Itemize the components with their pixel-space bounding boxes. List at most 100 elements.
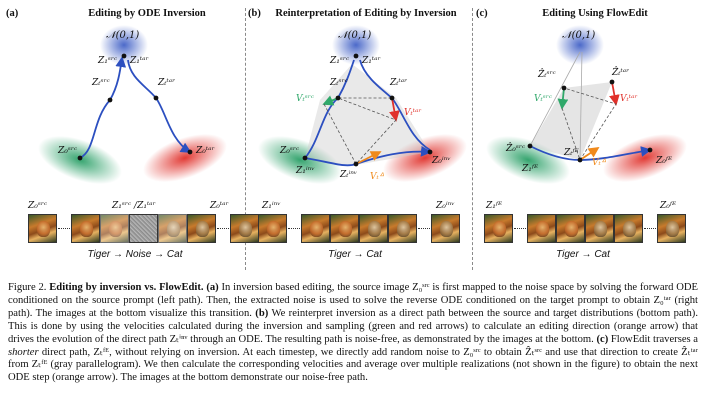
figure-caption: Figure 2. Editing by inversion vs. FlowE… bbox=[8, 282, 698, 385]
green-arrow-b bbox=[322, 95, 339, 106]
thumb-tiger bbox=[258, 214, 287, 243]
node-z0-src-a bbox=[77, 155, 83, 161]
noise-line-c1 bbox=[529, 51, 581, 147]
green-arrow-c bbox=[557, 87, 569, 110]
thumb-tiger bbox=[484, 214, 513, 243]
thumb-cat bbox=[388, 214, 417, 243]
panel-c-diagram bbox=[486, 25, 687, 185]
strip-a-label-mid: Z₁ˢʳᶜ /Z₁ᵗᵃʳ bbox=[112, 201, 156, 211]
label-z1-src-b: Z₁ˢʳᶜ bbox=[330, 56, 350, 66]
caption-c-emphasis: shorter bbox=[8, 346, 39, 358]
orange-arrow-c bbox=[579, 147, 600, 161]
label-z0-fe-c: Z₀ᶠᴱ bbox=[656, 156, 673, 166]
strip-c bbox=[484, 214, 686, 243]
thumb-cat bbox=[431, 214, 460, 243]
thumb-cat bbox=[359, 214, 388, 243]
dots bbox=[288, 228, 300, 229]
label-zt-tar-a: Zₜᵗᵃʳ bbox=[158, 78, 176, 88]
panel-a-label: (a) bbox=[6, 8, 19, 19]
label-z1-src-a: Z₁ˢʳᶜ bbox=[98, 56, 118, 66]
label-noise-c: 𝒩(0,1) bbox=[562, 30, 596, 41]
dashed-guide-b bbox=[323, 97, 397, 165]
strip-c-label-start: Z₁ᶠᴱ bbox=[486, 201, 503, 211]
label-zt-fe-c: Zₜᶠᴱ bbox=[564, 148, 579, 158]
strip-a-label-end: Z₀ᵗᵃʳ bbox=[210, 201, 229, 211]
orange-arrow-b bbox=[355, 151, 382, 165]
noise-blob-b bbox=[332, 25, 380, 65]
label-noise-b: 𝒩(0,1) bbox=[338, 30, 372, 41]
label-zt-src-b: Zₜˢʳᶜ bbox=[330, 78, 348, 88]
noise-blob-c bbox=[556, 25, 604, 65]
node-zt-tar-b bbox=[389, 95, 395, 101]
dots bbox=[514, 228, 526, 229]
label-zt-tar-b: Zₜᵗᵃʳ bbox=[390, 78, 408, 88]
target-blob-b bbox=[383, 133, 467, 183]
source-blob-b bbox=[258, 135, 342, 185]
caption-a-text: In inversion based editing, the source i… bbox=[8, 282, 698, 319]
dashed-guide-c bbox=[561, 87, 617, 161]
label-z0-src-a: Z₀ˢʳᶜ bbox=[58, 146, 78, 156]
dots bbox=[58, 228, 70, 229]
panel-b-label: (b) bbox=[248, 8, 261, 19]
node-z1-a bbox=[121, 53, 127, 59]
strip-b bbox=[258, 214, 460, 243]
label-zhat-tar-c: Ẑₜᵗᵃʳ bbox=[612, 68, 630, 78]
panel-b-diagram bbox=[258, 25, 467, 185]
node-z0-tar-a bbox=[187, 149, 193, 155]
label-zt-inv-b: Zₜⁱⁿᵛ bbox=[340, 170, 358, 180]
label-v-src-b: Vₜˢʳᶜ bbox=[296, 94, 315, 104]
node-zhat-src-c bbox=[561, 85, 567, 91]
divider-ab bbox=[245, 8, 246, 270]
label-v-src-c: Vₜˢʳᶜ bbox=[534, 94, 553, 104]
thumb-tiger bbox=[556, 214, 585, 243]
noise-blob-a bbox=[100, 25, 148, 65]
caption-c-tag: (c) bbox=[596, 333, 609, 345]
thumb-cat bbox=[614, 214, 643, 243]
label-noise-a: 𝒩(0,1) bbox=[106, 30, 140, 41]
label-zhat-src-c: Ẑₜˢʳᶜ bbox=[538, 70, 556, 80]
thumb-tiger bbox=[28, 214, 57, 243]
node-zhat-tar-c bbox=[609, 79, 615, 85]
thumb-tiger bbox=[71, 214, 100, 243]
divider-bc bbox=[472, 8, 473, 270]
label-z1-tar-b: Z₁ᵗᵃʳ bbox=[362, 56, 381, 66]
label-z1-inv-b: Z₁ⁱⁿᵛ bbox=[296, 166, 315, 176]
panel-a-title: Editing by ODE Inversion bbox=[88, 8, 206, 19]
dots bbox=[217, 228, 229, 229]
dots bbox=[418, 228, 430, 229]
caption-a-tag: (a) bbox=[206, 282, 219, 293]
red-arrow-b bbox=[389, 97, 400, 122]
node-z1-b bbox=[353, 53, 359, 59]
node-zt-inv-b bbox=[353, 161, 359, 167]
panel-b-title: Reinterpretation of Editing by Inversion bbox=[275, 8, 457, 19]
noise-line-c2 bbox=[579, 51, 583, 161]
node-zt-tar-a bbox=[153, 95, 159, 101]
strip-b-label-start: Z₁ⁱⁿᵛ bbox=[262, 201, 281, 211]
caption-figure-number: Figure 2. bbox=[8, 282, 47, 293]
strip-b-label-end: Z₀ⁱⁿᵛ bbox=[436, 201, 455, 211]
thumb-tiger bbox=[527, 214, 556, 243]
node-z0-src-c bbox=[527, 143, 533, 149]
thumb-cat bbox=[585, 214, 614, 243]
target-blob-c bbox=[603, 133, 687, 183]
strip-c-label-end: Z₀ᶠᴱ bbox=[660, 201, 677, 211]
label-zt-src-a: Zₜˢʳᶜ bbox=[92, 78, 110, 88]
reverse-ode-path-a bbox=[127, 59, 192, 153]
label-z1-tar-a: Z₁ᵗᵃʳ bbox=[130, 56, 149, 66]
panel-c-title: Editing Using FlowEdit bbox=[542, 8, 648, 19]
label-v-tar-c: Vₜᵗᵃʳ bbox=[620, 94, 638, 104]
node-zt-fe-c bbox=[577, 157, 583, 163]
thumb-tiger-noisy bbox=[100, 214, 129, 243]
strip-c-caption: Tiger → Cat bbox=[556, 249, 610, 260]
label-v-delta-b: Vₜᐞ bbox=[370, 172, 384, 182]
red-arrow-c bbox=[609, 81, 620, 106]
label-v-delta-c: Vₜᐞ bbox=[592, 158, 606, 168]
thumb-cat bbox=[657, 214, 686, 243]
target-blob-a bbox=[143, 133, 227, 183]
label-v-tar-b: Vₜᵗᵃʳ bbox=[404, 108, 422, 118]
thumb-cat bbox=[187, 214, 216, 243]
node-z0-inv-b bbox=[427, 149, 433, 155]
thumb-cat bbox=[230, 214, 259, 243]
strip-a bbox=[28, 214, 259, 243]
label-z0-src-b: Z₀ˢʳᶜ bbox=[280, 146, 300, 156]
